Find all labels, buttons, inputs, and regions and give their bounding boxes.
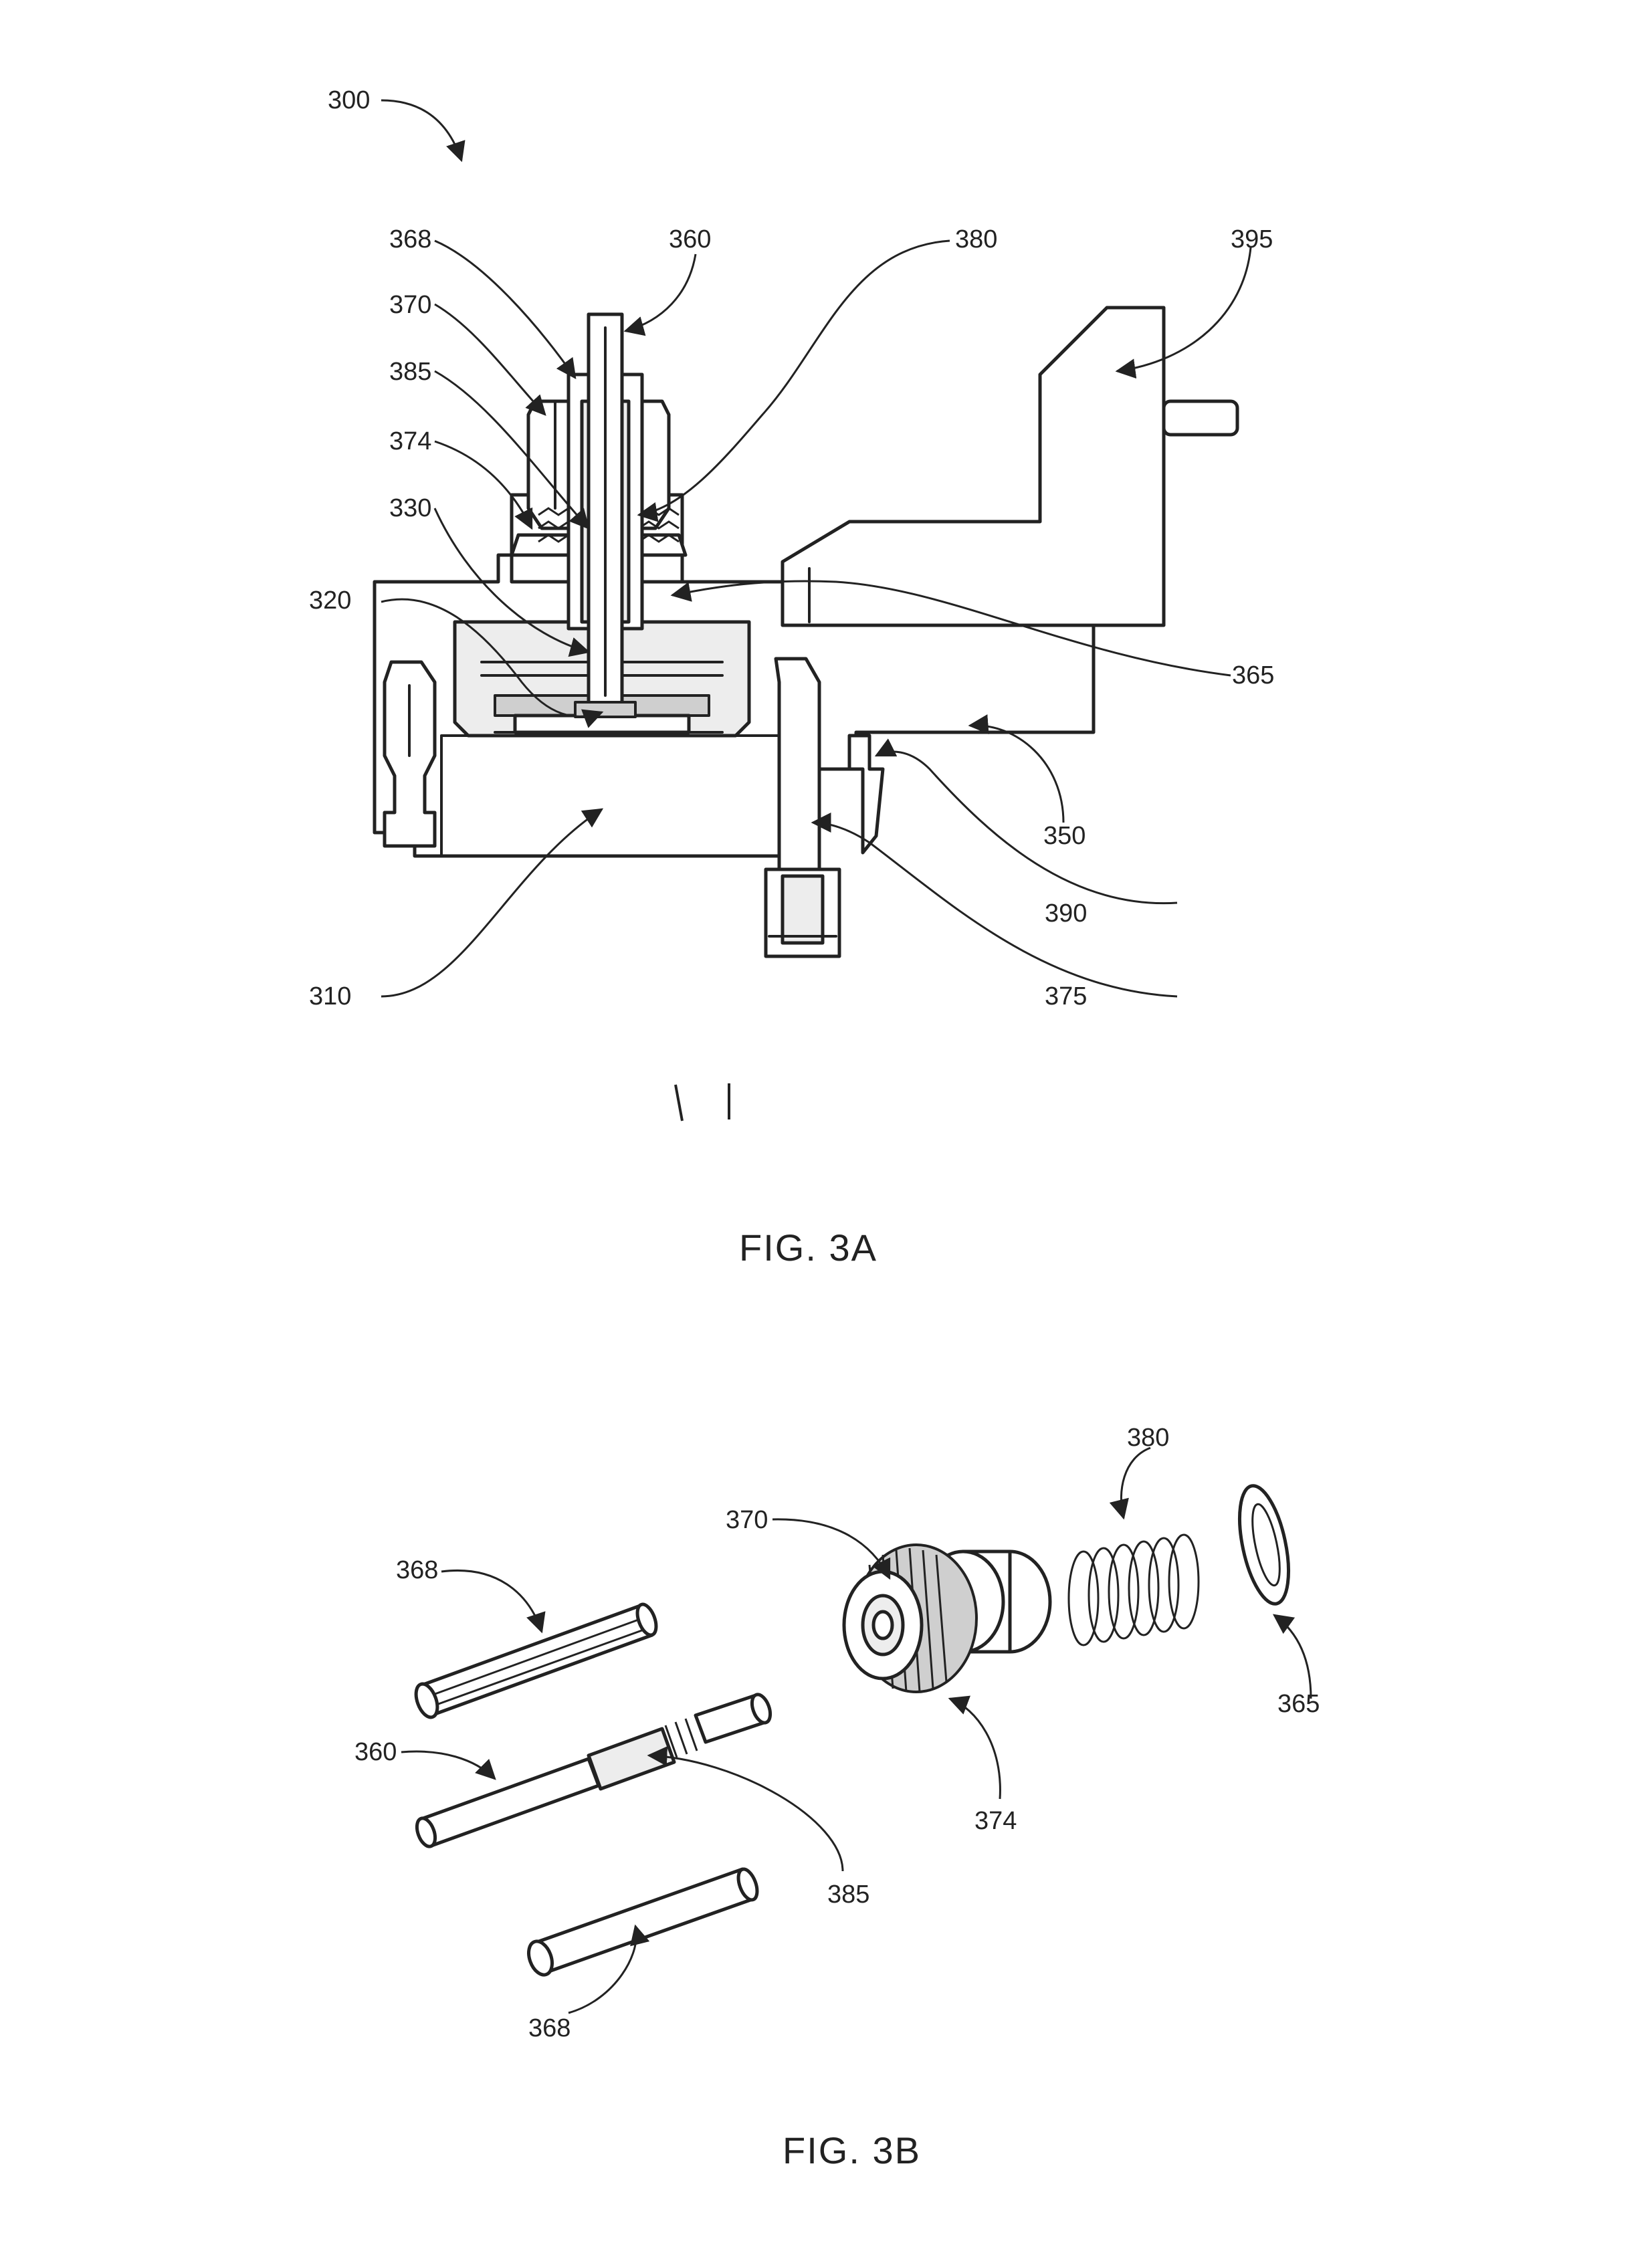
cap-368-top bbox=[414, 1602, 658, 1719]
leader-365 bbox=[670, 580, 1231, 677]
label-310: 310 bbox=[309, 982, 351, 1010]
leader-380 bbox=[637, 239, 950, 522]
leader-368 bbox=[434, 239, 577, 380]
caption-fig-3a: FIG. 3A bbox=[739, 1226, 877, 1269]
housing-395 bbox=[781, 306, 1166, 627]
pin-collar bbox=[574, 701, 637, 718]
pin-360-exploded bbox=[415, 1693, 772, 1848]
leader-390 bbox=[874, 738, 1178, 905]
label-b-380: 380 bbox=[1127, 1424, 1169, 1452]
label-b-368-top: 368 bbox=[396, 1556, 438, 1584]
label-385: 385 bbox=[389, 358, 431, 386]
label-330: 330 bbox=[389, 494, 431, 522]
leader-b-380 bbox=[1109, 1446, 1151, 1520]
label-380: 380 bbox=[955, 225, 997, 253]
leader-360 bbox=[623, 253, 697, 336]
label-374: 374 bbox=[389, 427, 431, 455]
cap-368-bottom bbox=[527, 1867, 759, 1977]
leader-320 bbox=[381, 598, 604, 728]
caption-fig-3b: FIG. 3B bbox=[783, 2129, 921, 2171]
leader-300 bbox=[381, 99, 466, 163]
leader-395 bbox=[1115, 247, 1252, 379]
leader-374 bbox=[434, 440, 533, 530]
label-300: 300 bbox=[328, 86, 370, 114]
label-375: 375 bbox=[1045, 982, 1087, 1010]
figure-3b: 370 380 368 365 360 374 385 368 FIG. 3B bbox=[354, 1424, 1320, 2171]
leader-b-368-top bbox=[441, 1570, 546, 1634]
spring-380-exploded bbox=[1067, 1533, 1200, 1646]
label-b-360: 360 bbox=[354, 1738, 397, 1766]
leader-375 bbox=[811, 813, 1178, 998]
figure-3a: 300 368 360 380 395 370 385 374 330 320 … bbox=[309, 86, 1274, 1269]
label-390: 390 bbox=[1045, 899, 1087, 928]
label-b-385: 385 bbox=[827, 1881, 869, 1909]
label-b-365: 365 bbox=[1277, 1690, 1320, 1718]
leader-b-360 bbox=[401, 1750, 496, 1780]
label-365: 365 bbox=[1232, 661, 1274, 689]
latch-tab bbox=[847, 734, 885, 855]
clip-365-exploded bbox=[1238, 1484, 1290, 1606]
label-395: 395 bbox=[1231, 225, 1273, 253]
tube-band bbox=[674, 1084, 684, 1121]
label-360: 360 bbox=[669, 225, 711, 253]
housing-395-shaft bbox=[1162, 399, 1239, 437]
label-350: 350 bbox=[1043, 822, 1086, 850]
label-b-370: 370 bbox=[726, 1506, 768, 1534]
label-b-374: 374 bbox=[974, 1807, 1017, 1835]
leader-b-370 bbox=[772, 1518, 891, 1580]
label-320: 320 bbox=[309, 586, 351, 615]
latch-390 bbox=[774, 657, 821, 871]
label-370: 370 bbox=[389, 291, 431, 319]
label-368: 368 bbox=[389, 225, 431, 253]
leader-b-385 bbox=[647, 1746, 844, 1872]
label-b-368-bottom: 368 bbox=[528, 2014, 571, 2042]
leader-b-368-bottom bbox=[568, 1924, 650, 2014]
leader-330 bbox=[433, 508, 591, 657]
leader-b-374 bbox=[948, 1695, 1001, 1800]
leader-370 bbox=[434, 303, 546, 416]
leader-310 bbox=[381, 808, 604, 998]
knob-370-exploded bbox=[842, 1543, 1052, 1693]
leader-385 bbox=[434, 370, 590, 530]
leader-b-365 bbox=[1272, 1614, 1312, 1699]
fitting-375-core bbox=[781, 874, 825, 945]
leader-350 bbox=[968, 714, 1065, 823]
